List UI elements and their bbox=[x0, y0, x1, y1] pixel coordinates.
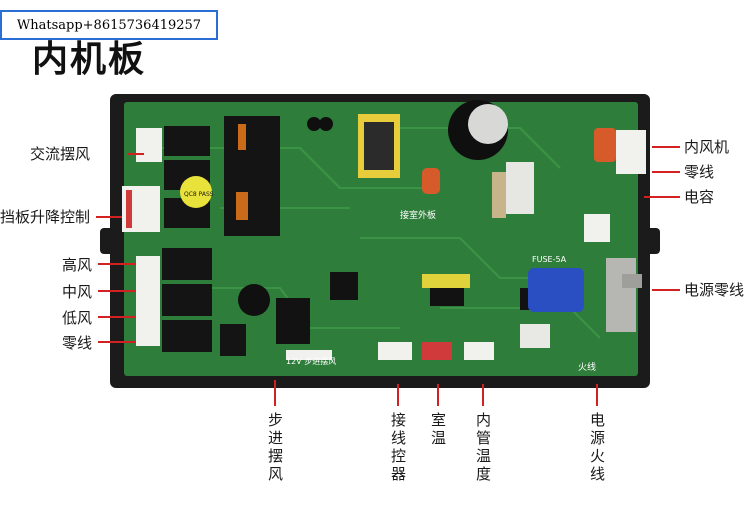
transformer-core bbox=[364, 122, 394, 170]
pcb-board-illustration: 12V 步进摆风 FUSE-5A 接室外板 火线 QC8 PASS bbox=[100, 94, 660, 388]
main-relay bbox=[224, 116, 280, 236]
relay bbox=[220, 324, 246, 356]
baffle-wires bbox=[126, 190, 132, 228]
label-neutral-left: 零线 bbox=[62, 334, 93, 352]
label-stepper-swing: 步进摆风 bbox=[266, 412, 284, 484]
heatsink-connector bbox=[506, 162, 534, 214]
film-capacitor bbox=[594, 128, 616, 162]
label-ac-swing: 交流摆风 bbox=[30, 145, 91, 163]
arrow-power-live bbox=[596, 384, 598, 406]
relay-terminal bbox=[236, 192, 248, 220]
ic-chip bbox=[330, 272, 358, 300]
small-capacitor bbox=[319, 117, 333, 131]
label-wired-controller: 接线控器 bbox=[389, 412, 407, 484]
label-power-live: 电源火线 bbox=[588, 412, 606, 484]
relay bbox=[164, 126, 210, 156]
relay bbox=[162, 320, 212, 352]
page-title: 内机板 bbox=[32, 39, 147, 80]
qc-stamp-text: QC8 PASS bbox=[184, 191, 214, 198]
silk-outdoor-text: 接室外板 bbox=[400, 209, 436, 221]
arrow-wired-controller bbox=[397, 384, 399, 406]
connector-stepper bbox=[286, 350, 332, 360]
label-high-fan: 高风 bbox=[62, 256, 93, 274]
whatsapp-contact-text: Whatsapp+8615736419257 bbox=[16, 17, 202, 33]
arrow-indoor-fan bbox=[652, 146, 680, 148]
arrow-baffle-control bbox=[96, 216, 122, 218]
arrow-neutral-left bbox=[98, 341, 136, 343]
connector-wired-controller bbox=[378, 342, 412, 360]
arrow-high-fan bbox=[98, 263, 136, 265]
yellow-label bbox=[422, 274, 470, 288]
relay bbox=[162, 248, 212, 280]
connector-fan-speed bbox=[136, 256, 160, 346]
label-baffle-control: 挡板升降控制 bbox=[0, 208, 91, 226]
connector-outdoor bbox=[584, 214, 610, 242]
connector-pipe-temp bbox=[464, 342, 494, 360]
connector-ac-swing bbox=[136, 128, 162, 162]
fuse-blue-component bbox=[528, 268, 584, 312]
label-mid-fan: 中风 bbox=[62, 283, 93, 301]
connector-indoor-fan bbox=[616, 130, 646, 174]
label-neutral-right: 零线 bbox=[684, 163, 715, 181]
label-capacitor: 电容 bbox=[684, 188, 715, 206]
small-capacitor bbox=[307, 117, 321, 131]
arrow-neutral-right bbox=[652, 171, 680, 173]
qc-pass-sticker bbox=[180, 176, 212, 208]
arrow-pipe-temp bbox=[482, 384, 484, 406]
arrow-room-temp bbox=[437, 384, 439, 406]
arrow-ac-swing bbox=[128, 153, 144, 155]
capacitor-top bbox=[468, 104, 508, 144]
mounting-ear-right bbox=[638, 228, 660, 254]
ic-chip bbox=[276, 298, 310, 344]
label-pipe-temp: 内管温度 bbox=[474, 412, 492, 484]
buzzer bbox=[238, 284, 270, 316]
connector-room-temp bbox=[422, 342, 452, 360]
live-wire-terminal bbox=[520, 324, 550, 348]
label-room-temp: 室温 bbox=[429, 412, 447, 448]
arrow-capacitor bbox=[644, 196, 680, 198]
arrow-power-neutral bbox=[652, 289, 680, 291]
arrow-mid-fan bbox=[98, 290, 136, 292]
arrow-low-fan bbox=[98, 316, 136, 318]
silk-stepper-text: 12V 步进摆风 bbox=[286, 356, 336, 366]
relay bbox=[162, 284, 212, 316]
label-low-fan: 低风 bbox=[62, 309, 93, 327]
mounting-ear-left bbox=[100, 228, 122, 254]
silk-fuse-text: FUSE-5A bbox=[532, 255, 567, 264]
label-power-neutral: 电源零线 bbox=[684, 281, 745, 299]
pcb-board-photo: 12V 步进摆风 FUSE-5A 接室外板 火线 QC8 PASS bbox=[100, 88, 660, 390]
ic-chip bbox=[430, 288, 464, 306]
film-capacitor bbox=[422, 168, 440, 194]
power-neutral-terminal bbox=[622, 274, 642, 288]
power-resistor bbox=[492, 172, 506, 218]
power-terminal-block bbox=[606, 258, 636, 332]
relay-terminal bbox=[238, 124, 246, 150]
arrow-stepper-swing bbox=[274, 380, 276, 406]
label-indoor-fan: 内风机 bbox=[684, 138, 730, 156]
silk-fire-text: 火线 bbox=[578, 361, 596, 373]
whatsapp-contact-badge: Whatsapp+8615736419257 bbox=[0, 10, 218, 40]
